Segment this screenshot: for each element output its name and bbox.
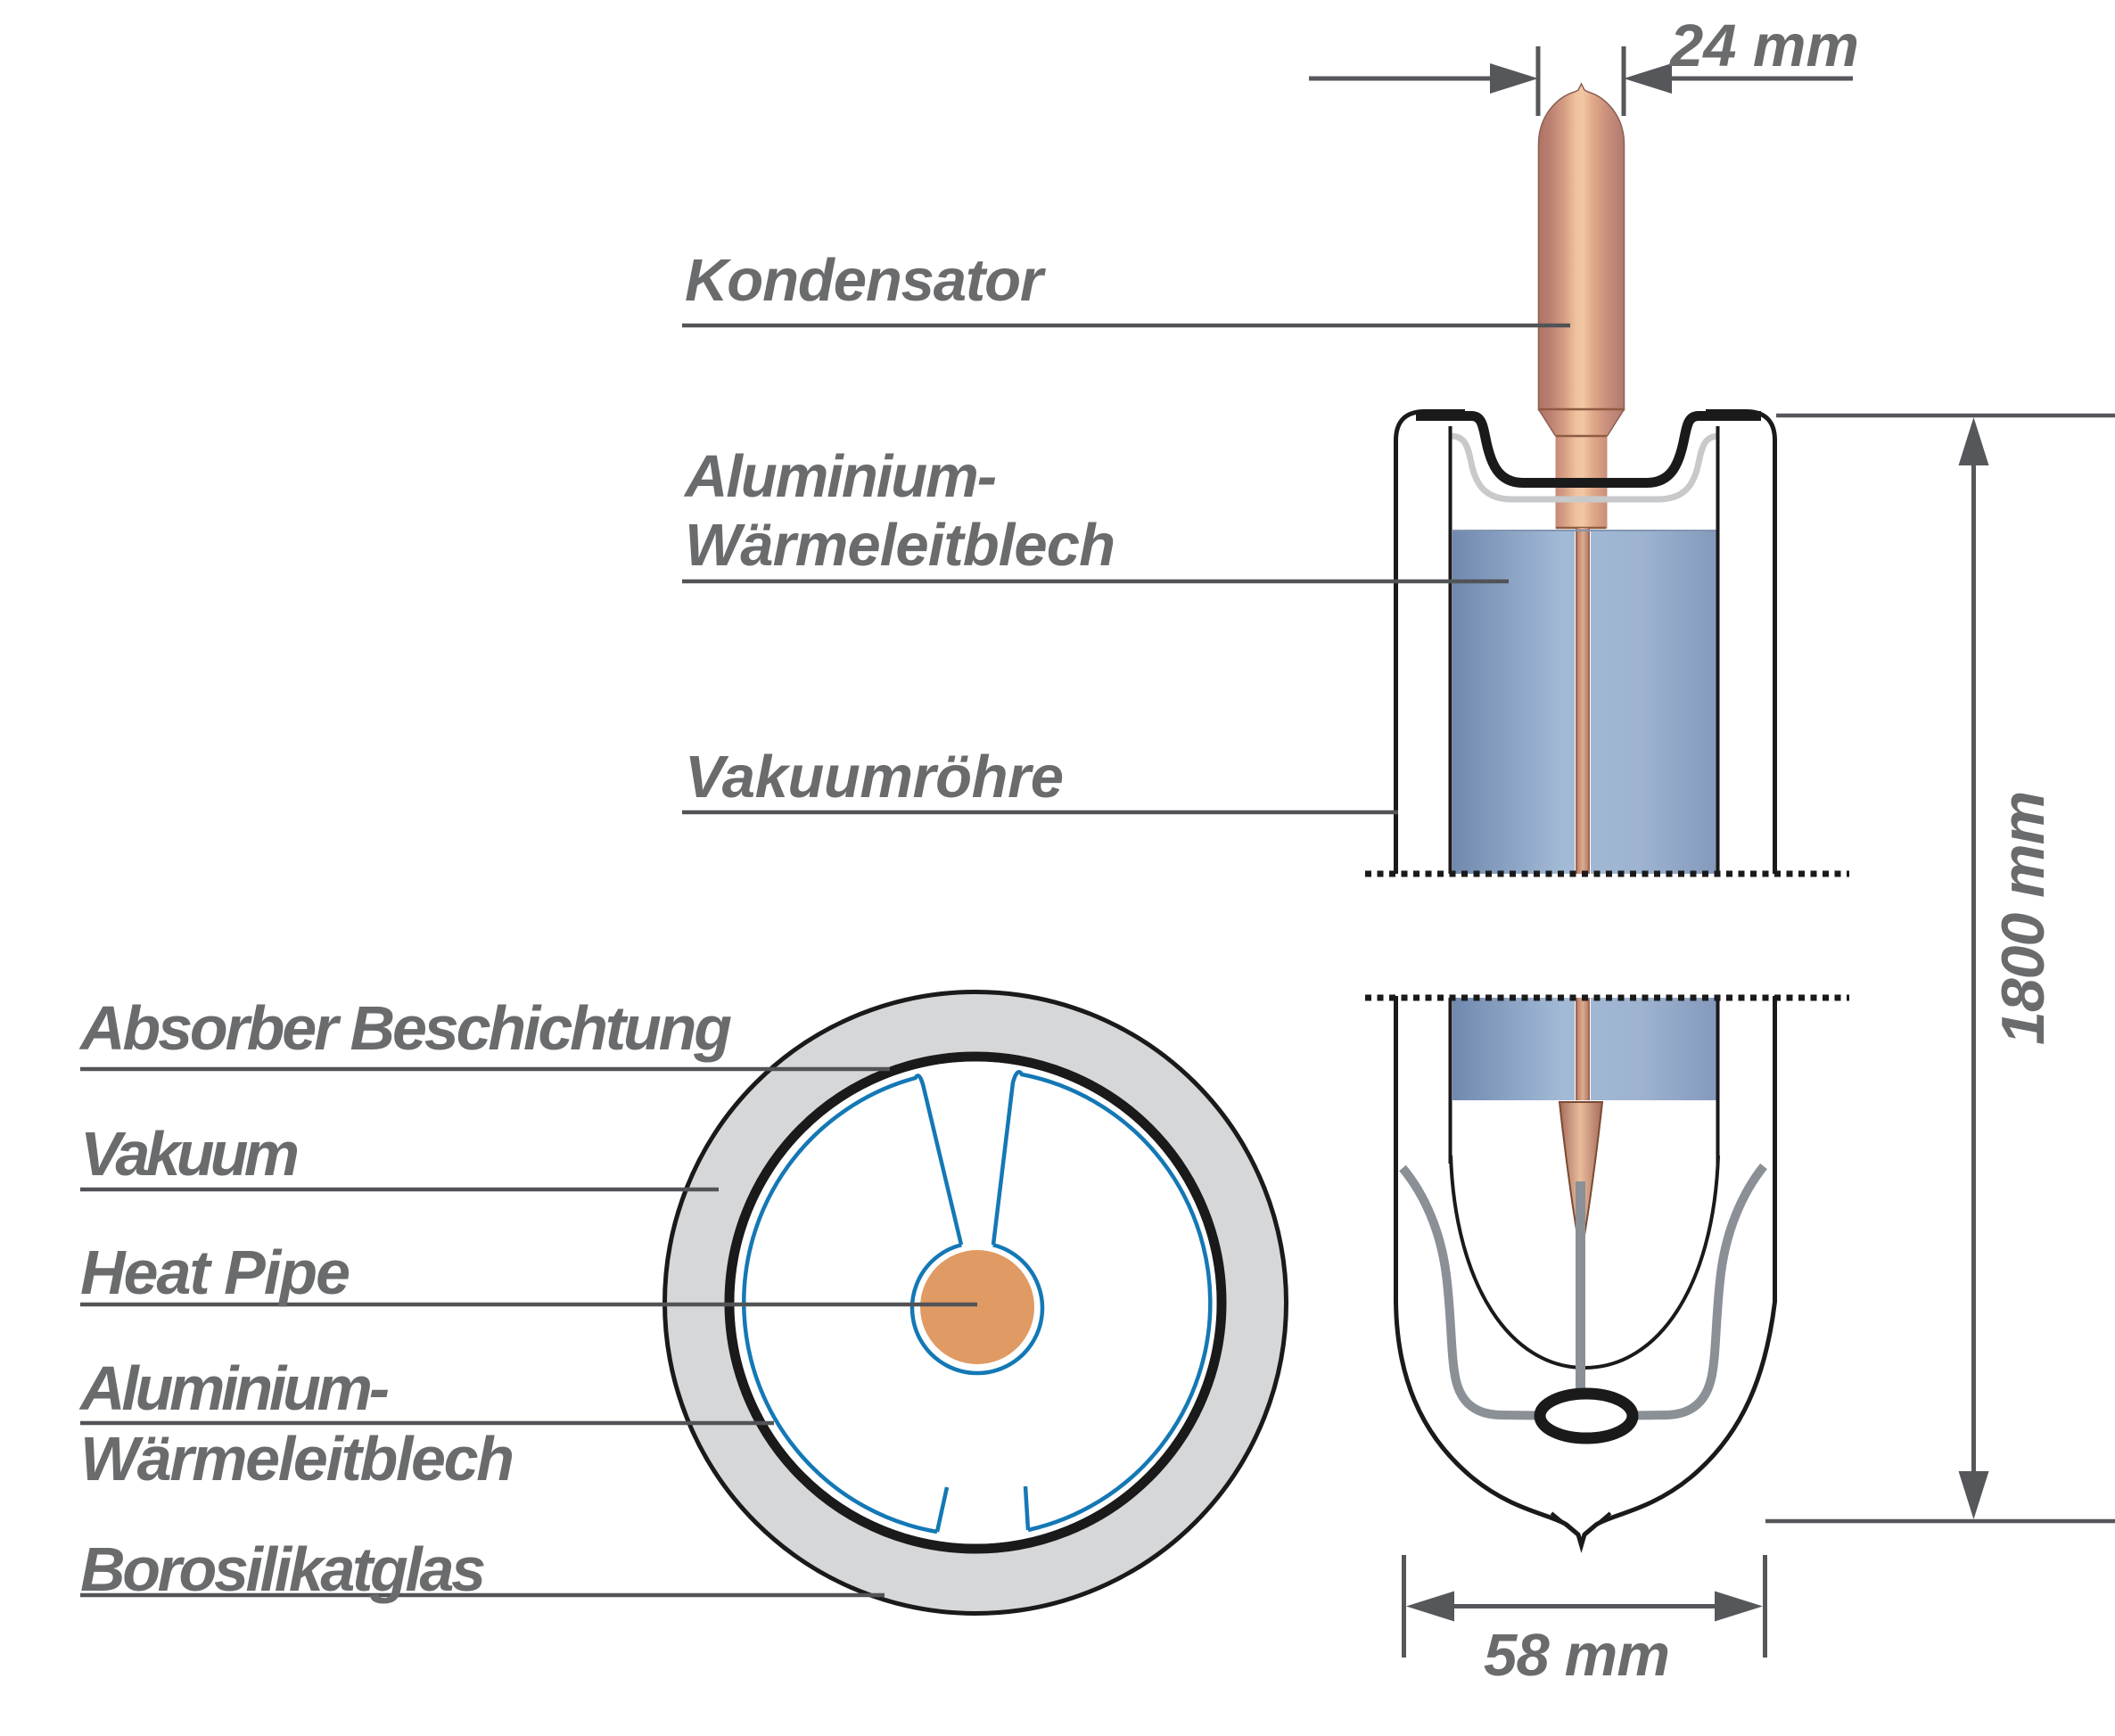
svg-text:Aluminium-: Aluminium-: [78, 1353, 390, 1423]
svg-text:Vakuumröhre: Vakuumröhre: [685, 744, 1064, 810]
svg-text:1800 mm: 1800 mm: [1989, 792, 2057, 1045]
svg-text:Vakuum: Vakuum: [80, 1119, 300, 1189]
svg-text:Borosilikatglas: Borosilikatglas: [80, 1534, 486, 1604]
svg-text:Absorber Beschichtung: Absorber Beschichtung: [78, 993, 732, 1063]
svg-text:Wärmeleitblech: Wärmeleitblech: [685, 512, 1115, 579]
svg-text:Kondensator: Kondensator: [685, 247, 1047, 314]
svg-text:24 mm: 24 mm: [1668, 12, 1859, 79]
svg-text:58 mm: 58 mm: [1484, 1622, 1670, 1689]
svg-text:Wärmeleitblech: Wärmeleitblech: [80, 1424, 514, 1493]
svg-text:Aluminium-: Aluminium-: [683, 443, 997, 510]
svg-text:Heat Pipe: Heat Pipe: [80, 1238, 350, 1307]
